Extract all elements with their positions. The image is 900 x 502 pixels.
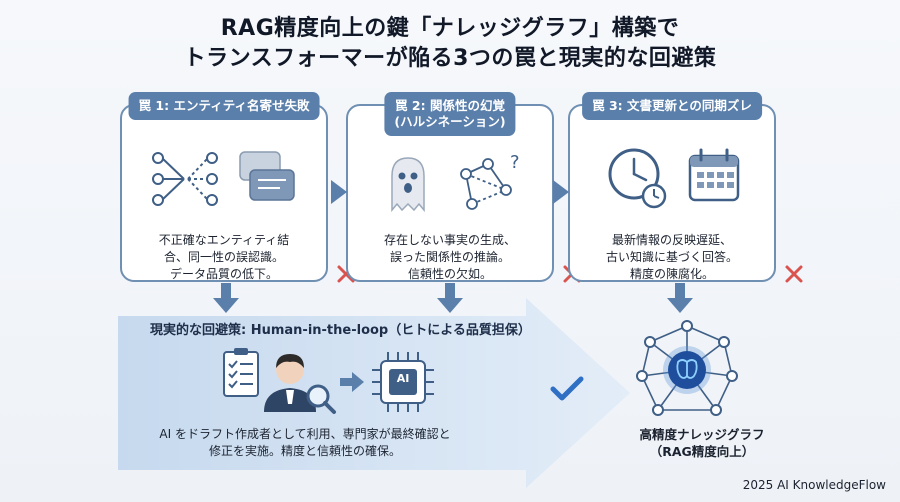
knowledge-graph-icon (636, 320, 738, 416)
result-line: （RAG精度向上） (649, 444, 755, 459)
network-question-icon: ? (460, 152, 520, 210)
trap-2-description: 存在しない事実の生成、 誤った関係性の推論。 信頼性の欠如。 (356, 232, 544, 283)
chat-bubbles-icon (239, 151, 295, 201)
ghost-icon (391, 157, 425, 213)
trap-3-text-line: 精度の陳腐化。 (629, 267, 714, 281)
step-arrow-icon (553, 180, 569, 204)
trap-2-header-line: (ハルシネーション) (394, 114, 506, 129)
solution-icons (223, 348, 434, 414)
clock-icon (608, 148, 667, 209)
solution-text-line: 修正を実施。精度と信頼性の確保。 (208, 444, 401, 458)
trap-1-text-line: データ品質の低下。 (169, 267, 278, 281)
trap-3-text-line: 最新情報の反映遅延、 (611, 233, 732, 247)
expert-person-icon (264, 354, 316, 412)
trap-2-icons: ? (348, 152, 552, 222)
trap-1-icons (122, 144, 326, 214)
trap-3-description: 最新情報の反映遅延、 古い知識に基づく回答。 精度の陳腐化。 (578, 232, 766, 283)
trap-3-text-line: 古い知識に基づく回答。 (605, 250, 738, 264)
error-x-icon (785, 265, 803, 283)
ai-chip-label: AI (396, 372, 410, 385)
trap-1-description: 不正確なエンティティ結 合、同一性の誤認識。 データ品質の低下。 (130, 232, 318, 283)
calendar-icon (688, 148, 740, 202)
check-icon (550, 376, 584, 401)
trap-2-header: 罠 2: 関係性の幻覚 (ハルシネーション) (384, 92, 516, 136)
page-title: RAG精度向上の鍵「ナレッジグラフ」構築で トランスフォーマーが陥る3つの罠と現… (0, 14, 900, 74)
result-label: 高精度ナレッジグラフ （RAG精度向上） (612, 426, 792, 460)
network-split-icon (152, 152, 218, 206)
svg-text:?: ? (510, 152, 520, 173)
trap-2-text-line: 誤った関係性の推論。 (389, 250, 510, 264)
trap-1-text-line: 不正確なエンティティ結 (158, 233, 290, 247)
down-arrow-icon (437, 283, 463, 313)
title-line-1: RAG精度向上の鍵「ナレッジグラフ」構築で (220, 16, 680, 41)
trap-1-header: 罠 1: エンティティ名寄せ失敗 (128, 92, 320, 120)
result-line: 高精度ナレッジグラフ (639, 427, 765, 442)
trap-2-text-line: 信頼性の欠如。 (407, 267, 492, 281)
trap-card-3: 罠 3: 文書更新との同期ズレ (568, 92, 803, 283)
trap-1-text-line: 合、同一性の誤認識。 (163, 250, 284, 264)
trap-2-header-line: 罠 2: 関係性の幻覚 (395, 98, 505, 113)
trap-card-1: 罠 1: エンティティ名寄せ失敗 不正確なエンティティ結 合、同一性の誤認識。 … (120, 92, 355, 283)
checklist-icon (223, 348, 259, 397)
ai-chip-icon (372, 352, 434, 412)
down-arrow-icon (667, 283, 693, 313)
trap-3-icons (570, 144, 774, 214)
magnifier-icon (306, 384, 336, 414)
title-line-2: トランスフォーマーが陥る3つの罠と現実的な回避策 (183, 46, 717, 71)
down-arrow-icon (213, 283, 239, 313)
credit-text: 2025 AI KnowledgeFlow (742, 478, 886, 492)
trap-1-header-line: 罠 1: エンティティ名寄せ失敗 (138, 98, 310, 113)
step-arrow-icon (331, 180, 347, 204)
solution-description: AI をドラフト作成者として利用、専門家が最終確認と 修正を実施。精度と信頼性の… (120, 426, 490, 460)
trap-2-text-line: 存在しない事実の生成、 (383, 233, 516, 247)
solution-text-line: AI をドラフト作成者として利用、専門家が最終確認と (159, 427, 451, 441)
trap-3-header-line: 罠 3: 文書更新との同期ズレ (592, 98, 752, 113)
trap-card-2: 罠 2: 関係性の幻覚 (ハルシネーション) ? 存在しない事実の生成、 誤った… (346, 92, 581, 283)
solution-title: 現実的な回避策: Human-in-the-loop（ヒトによる品質担保） (150, 323, 531, 338)
right-arrow-icon (340, 372, 364, 392)
trap-3-header: 罠 3: 文書更新との同期ズレ (582, 92, 762, 120)
